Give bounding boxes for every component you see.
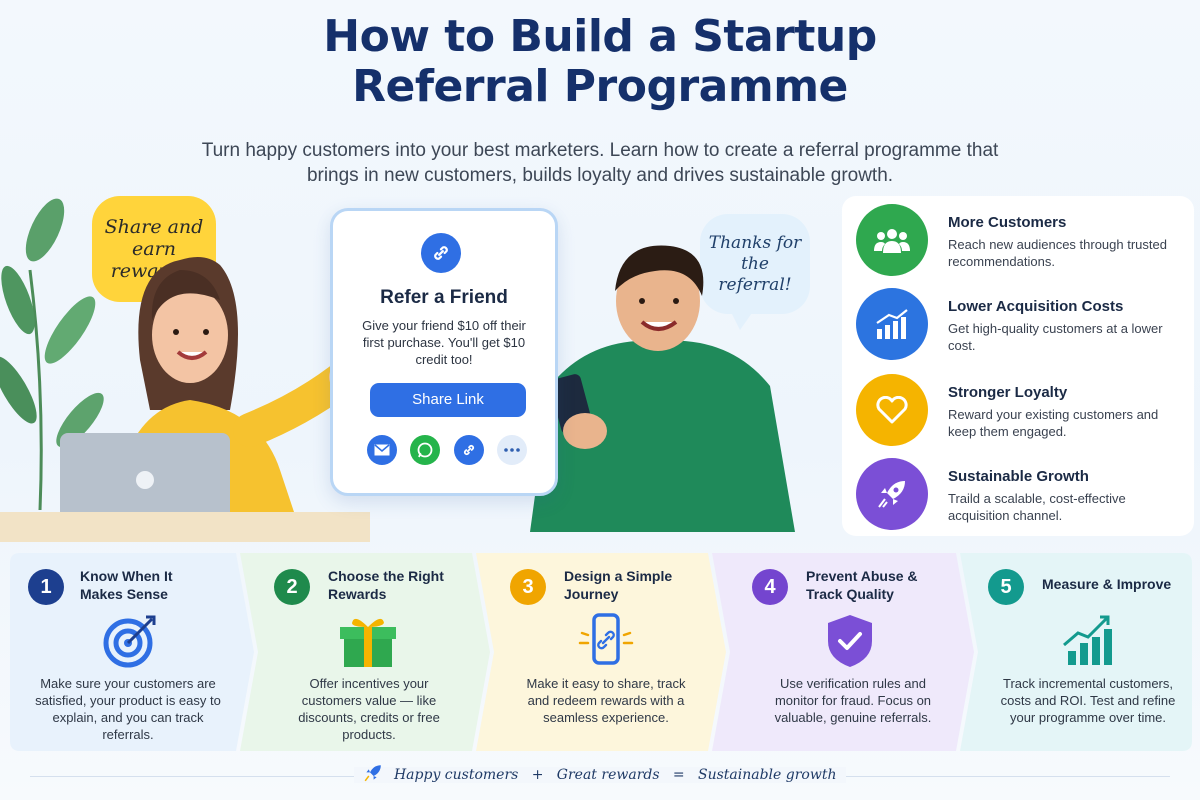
footer-tagline: Happy customers + Great rewards = Sustai… [0,764,1200,783]
phone-link-icon [578,613,634,665]
benefit-title: Stronger Loyalty [948,384,1068,401]
step-number: 1 [28,569,64,605]
step-title: Measure & Improve [1042,576,1172,592]
page-subtitle: Turn happy customers into your best mark… [201,140,999,186]
step-1: 1 Know When It Makes Sense Make sure you… [10,553,254,751]
plant-illustration [0,198,104,511]
step-3: 3 Design a Simple Journey Make it easy t… [476,553,726,751]
share-icons-row [367,435,527,465]
footer-op-1: + [531,767,544,783]
footer-part-2: Great rewards [556,767,660,783]
thanks-speech-bubble: Thanks for the referral! [700,214,810,330]
more-icon[interactable] [496,435,527,465]
step-number: 3 [510,569,546,605]
shield-check-icon [828,615,872,667]
benefit-desc: Traild a scalable, cost-effective acquis… [948,491,1126,523]
step-3-background [476,553,726,751]
refer-card-text: Give your friend $10 off their first pur… [362,318,526,367]
man-illustration [530,245,795,532]
footer-part-1: Happy customers [393,767,519,783]
footer-part-3: Sustainable growth [697,767,837,783]
step-title: Know When It Makes Sense [80,568,173,602]
step-desc: Make sure your customers are satisfied, … [35,676,221,742]
growth-chart-icon [856,288,928,360]
whatsapp-icon[interactable] [410,435,441,465]
bar-chart-icon [1063,615,1112,665]
gift-icon [340,618,396,667]
email-icon[interactable] [367,435,397,465]
target-icon [103,615,156,668]
benefit-more-customers: More Customers Reach new audiences throu… [856,204,1186,278]
step-number: 5 [988,569,1024,605]
step-desc: Make it easy to share, track and redeem … [526,676,686,725]
step-title: Choose the Right Rewards [328,568,444,602]
benefit-desc: Reach new audiences through trusted reco… [948,237,1167,269]
benefit-title: More Customers [948,214,1067,231]
link-share-icon[interactable] [453,435,484,465]
benefit-title: Lower Acquisition Costs [948,298,1124,315]
step-desc: Offer incentives your customers value — … [298,676,440,742]
rocket-icon [364,765,381,782]
step-desc: Track incremental customers, costs and R… [1000,676,1176,725]
link-icon [421,233,461,273]
step-number: 4 [752,569,788,605]
step-2: 2 Choose the Right Rewards Offer incenti… [240,553,490,751]
desk [0,512,370,542]
benefit-desc: Reward your existing customers and keep … [948,407,1159,439]
benefit-lower-costs: Lower Acquisition Costs Get high-quality… [856,288,1186,362]
footer-op-2: = [672,767,685,783]
benefit-sustainable-growth: Sustainable Growth Traild a scalable, co… [856,458,1186,532]
title-line-1: How to Build a Startup [323,11,877,62]
step-title: Design a Simple Journey [564,568,673,602]
refer-a-friend-card: Refer a Friend Give your friend $10 off … [330,208,558,496]
refer-card-title: Refer a Friend [380,287,508,308]
step-desc: Use verification rules and monitor for f… [774,676,932,725]
page-title: How to Build a Startup Referral Programm… [0,12,1200,112]
step-4: 4 Prevent Abuse & Track Quality Use veri… [712,553,974,751]
benefit-title: Sustainable Growth [948,468,1089,485]
benefits-panel: More Customers Reach new audiences throu… [842,196,1194,536]
benefit-desc: Get high-quality customers at a lower co… [948,321,1163,353]
benefit-stronger-loyalty: Stronger Loyalty Reward your existing cu… [856,374,1186,448]
people-icon [856,204,928,276]
step-5: 5 Measure & Improve Track incremental cu… [960,553,1192,751]
step-number: 2 [274,569,310,605]
title-line-2: Referral Programme [352,61,848,112]
heart-icon [856,374,928,446]
share-link-button[interactable]: Share Link [370,383,526,417]
step-title: Prevent Abuse & Track Quality [806,568,918,602]
rocket-icon [856,458,928,530]
